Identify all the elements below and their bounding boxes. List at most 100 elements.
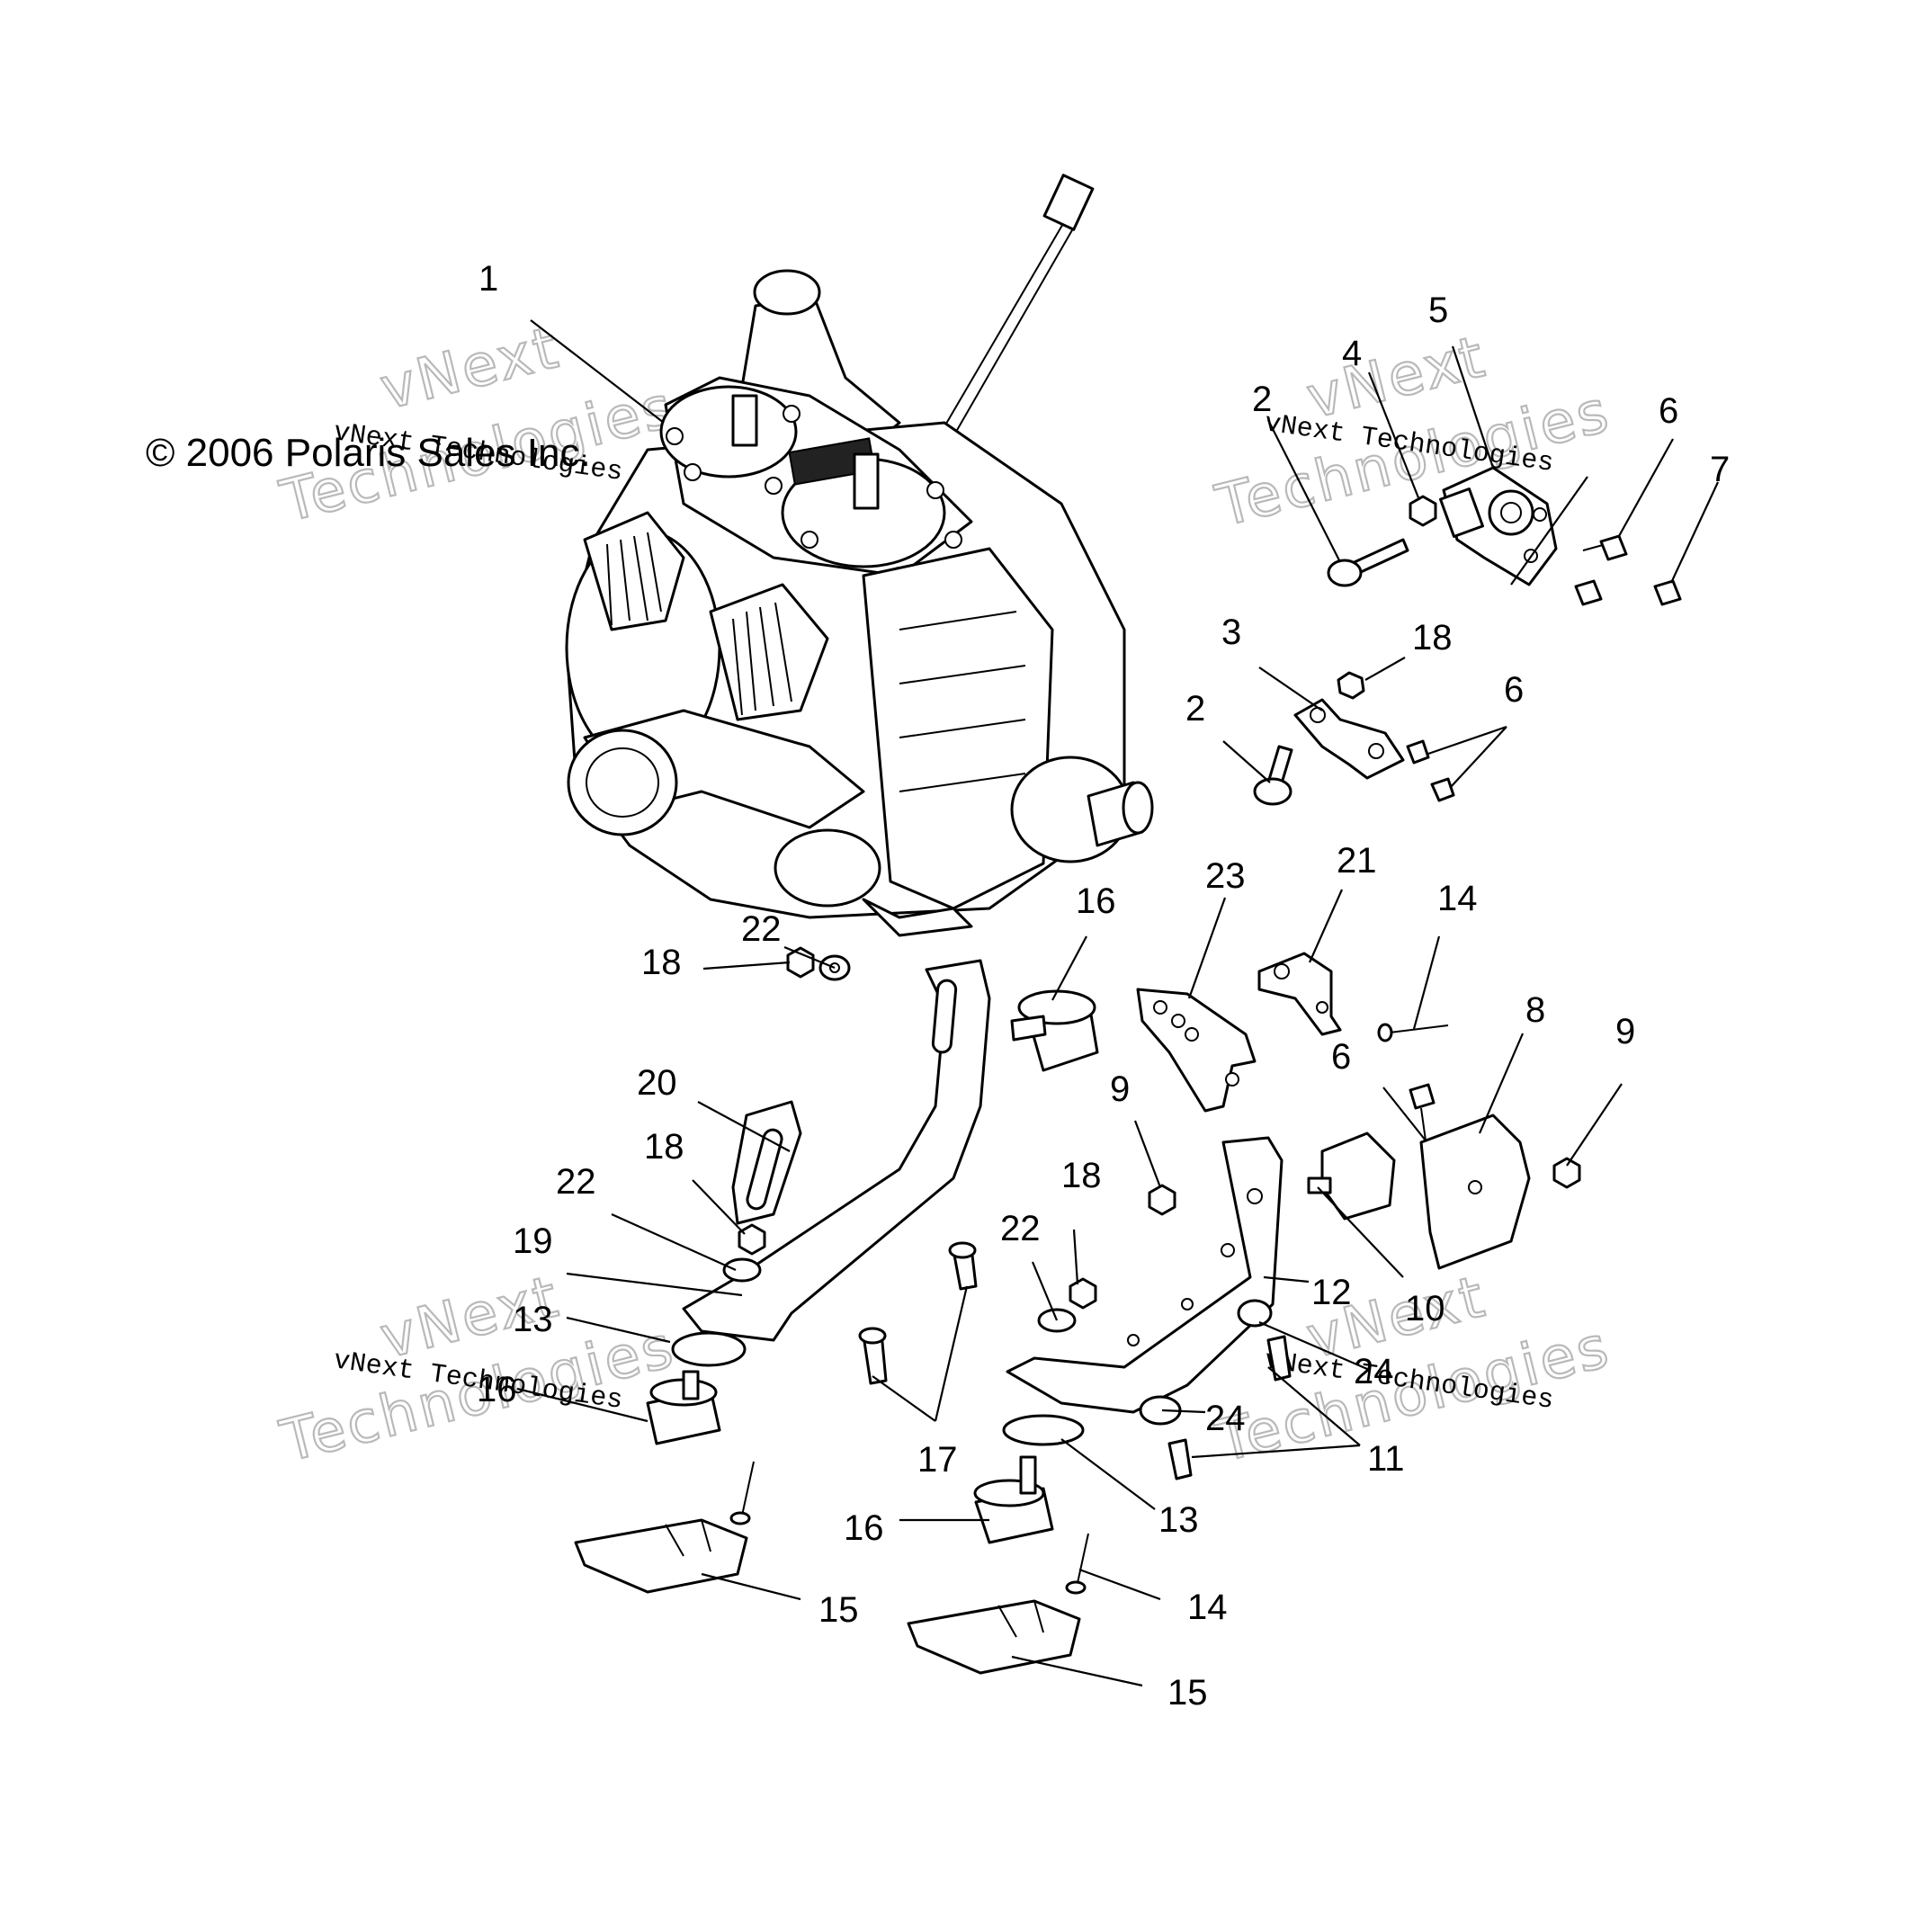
callout-2-upper: 2 <box>1252 380 1272 419</box>
bracket-3-hole <box>1310 707 1326 723</box>
callout-18-left: 18 <box>641 943 682 982</box>
bolt-2b-head <box>1253 777 1292 806</box>
spark-plug-right <box>853 452 880 510</box>
bolt-6-lower <box>1574 579 1603 606</box>
callout-18-right: 18 <box>1061 1156 1102 1195</box>
callout-labels: 1 2 4 5 6 7 3 18 2 6 23 21 14 16 22 18 8… <box>477 259 1730 1713</box>
callout-14-upper: 14 <box>1437 879 1478 918</box>
callout-17: 17 <box>917 1440 958 1480</box>
callout-13-right: 13 <box>1158 1500 1199 1540</box>
bolt-11-lower <box>1167 1438 1193 1480</box>
bolt-17-right-head <box>948 1241 977 1259</box>
callout-24-lower: 24 <box>1205 1399 1246 1438</box>
callout-19: 19 <box>513 1221 553 1261</box>
reed-valve-left <box>583 511 685 631</box>
callout-23: 23 <box>1205 856 1246 896</box>
bracket-5-bushing-inner <box>1500 502 1522 523</box>
callout-6-upper: 6 <box>1659 391 1678 431</box>
lower-crankcase-edge <box>862 898 973 937</box>
bolt-6 <box>1582 534 1628 561</box>
callout-22-upper: 22 <box>741 909 782 949</box>
washer-24-upper <box>1237 1299 1273 1328</box>
bracket-20 <box>682 959 991 1342</box>
bracket-23-hole <box>1225 1072 1239 1087</box>
right-mount-group <box>907 952 1581 1675</box>
callout-2-lower: 2 <box>1185 689 1205 729</box>
callout-22-mid: 22 <box>556 1162 596 1202</box>
callout-15-right: 15 <box>1167 1673 1208 1713</box>
callout-11: 11 <box>1367 1439 1405 1479</box>
bracket-21 <box>1257 952 1342 1036</box>
plate-15-right <box>907 1599 1081 1675</box>
callout-1: 1 <box>479 259 498 299</box>
bracket-21-hole <box>1316 1001 1328 1014</box>
bolt-7 <box>1653 579 1682 606</box>
nut-18-top <box>786 946 815 979</box>
callout-16-left: 16 <box>477 1370 517 1409</box>
callout-18-upper: 18 <box>1412 618 1453 657</box>
block-fins <box>899 611 1026 792</box>
isolator-10-stud <box>1307 1176 1332 1194</box>
front-mount-bracket-group <box>1327 466 1682 606</box>
rivet-14-right <box>1077 1533 1089 1584</box>
rivet-14-top <box>1389 1024 1449 1033</box>
bracket-12-hole <box>1247 1188 1263 1204</box>
callout-20: 20 <box>637 1063 677 1103</box>
nut-18-right <box>1069 1277 1097 1310</box>
callout-16-upper: 16 <box>1076 881 1116 921</box>
bracket-5-hole <box>1533 507 1547 522</box>
rivet-14-right-head <box>1065 1580 1087 1595</box>
bracket-5-boss <box>1439 487 1484 538</box>
callout-13-left: 13 <box>513 1300 553 1339</box>
bolt-6-low <box>1409 1083 1436 1110</box>
sensor-wire-2 <box>942 217 1080 456</box>
washer-13-right <box>1002 1414 1085 1446</box>
bolt-6b <box>1406 739 1430 765</box>
bracket-21-hole <box>1274 963 1290 979</box>
bracket-19-slot <box>746 1128 783 1211</box>
isolator-16-top-stud <box>1010 1015 1047 1042</box>
water-outlet-neck <box>753 269 821 316</box>
rivet-14-left-head <box>729 1511 751 1525</box>
bracket-20-slot <box>931 979 958 1054</box>
nut-9-mid <box>1148 1184 1176 1216</box>
callout-12: 12 <box>1311 1273 1352 1312</box>
callout-16-lower: 16 <box>844 1508 884 1548</box>
callout-9-mid: 9 <box>1110 1069 1130 1109</box>
bracket-12-hole <box>1127 1334 1140 1346</box>
spark-plug-left <box>731 394 758 447</box>
plate-15-right-ribs <box>997 1600 1044 1638</box>
engine-assembly <box>565 174 1154 937</box>
sensor-connector <box>1042 174 1095 231</box>
rivet-14-left <box>741 1461 755 1516</box>
nut-18-mid <box>1337 671 1365 700</box>
callout-4: 4 <box>1342 334 1362 373</box>
bolt-11-upper <box>1266 1335 1292 1382</box>
bracket-8-hole <box>1468 1180 1482 1194</box>
reed-valve-right <box>709 583 829 721</box>
washer-22-low <box>722 1257 762 1283</box>
bolt-6-low-shank <box>1420 1107 1427 1141</box>
rivet-14-top-head <box>1377 1023 1393 1042</box>
copyright-text: © 2006 Polaris Sales Inc. <box>146 431 591 475</box>
head-dome-left <box>659 385 798 479</box>
isolator-left-stud <box>682 1370 700 1400</box>
callout-7: 7 <box>1710 450 1730 489</box>
bracket-12-hole <box>1221 1243 1235 1257</box>
left-mount-group <box>574 946 1099 1594</box>
bracket-23-hole <box>1153 1000 1167 1015</box>
callout-8: 8 <box>1525 990 1545 1030</box>
bracket-12-hole <box>1181 1298 1194 1310</box>
bracket-23-hole <box>1171 1014 1185 1028</box>
nut-18-low <box>738 1223 766 1256</box>
intake-port-inner <box>586 747 659 818</box>
bracket-23-hole <box>1185 1027 1199 1042</box>
leader-lines <box>516 319 1719 1687</box>
callout-9-right: 9 <box>1615 1012 1635 1051</box>
callout-14-lower: 14 <box>1187 1588 1228 1627</box>
callout-6-lower: 6 <box>1331 1037 1351 1077</box>
callout-15-left: 15 <box>818 1590 859 1630</box>
plate-15-left <box>574 1518 748 1594</box>
nut-4 <box>1409 495 1437 527</box>
